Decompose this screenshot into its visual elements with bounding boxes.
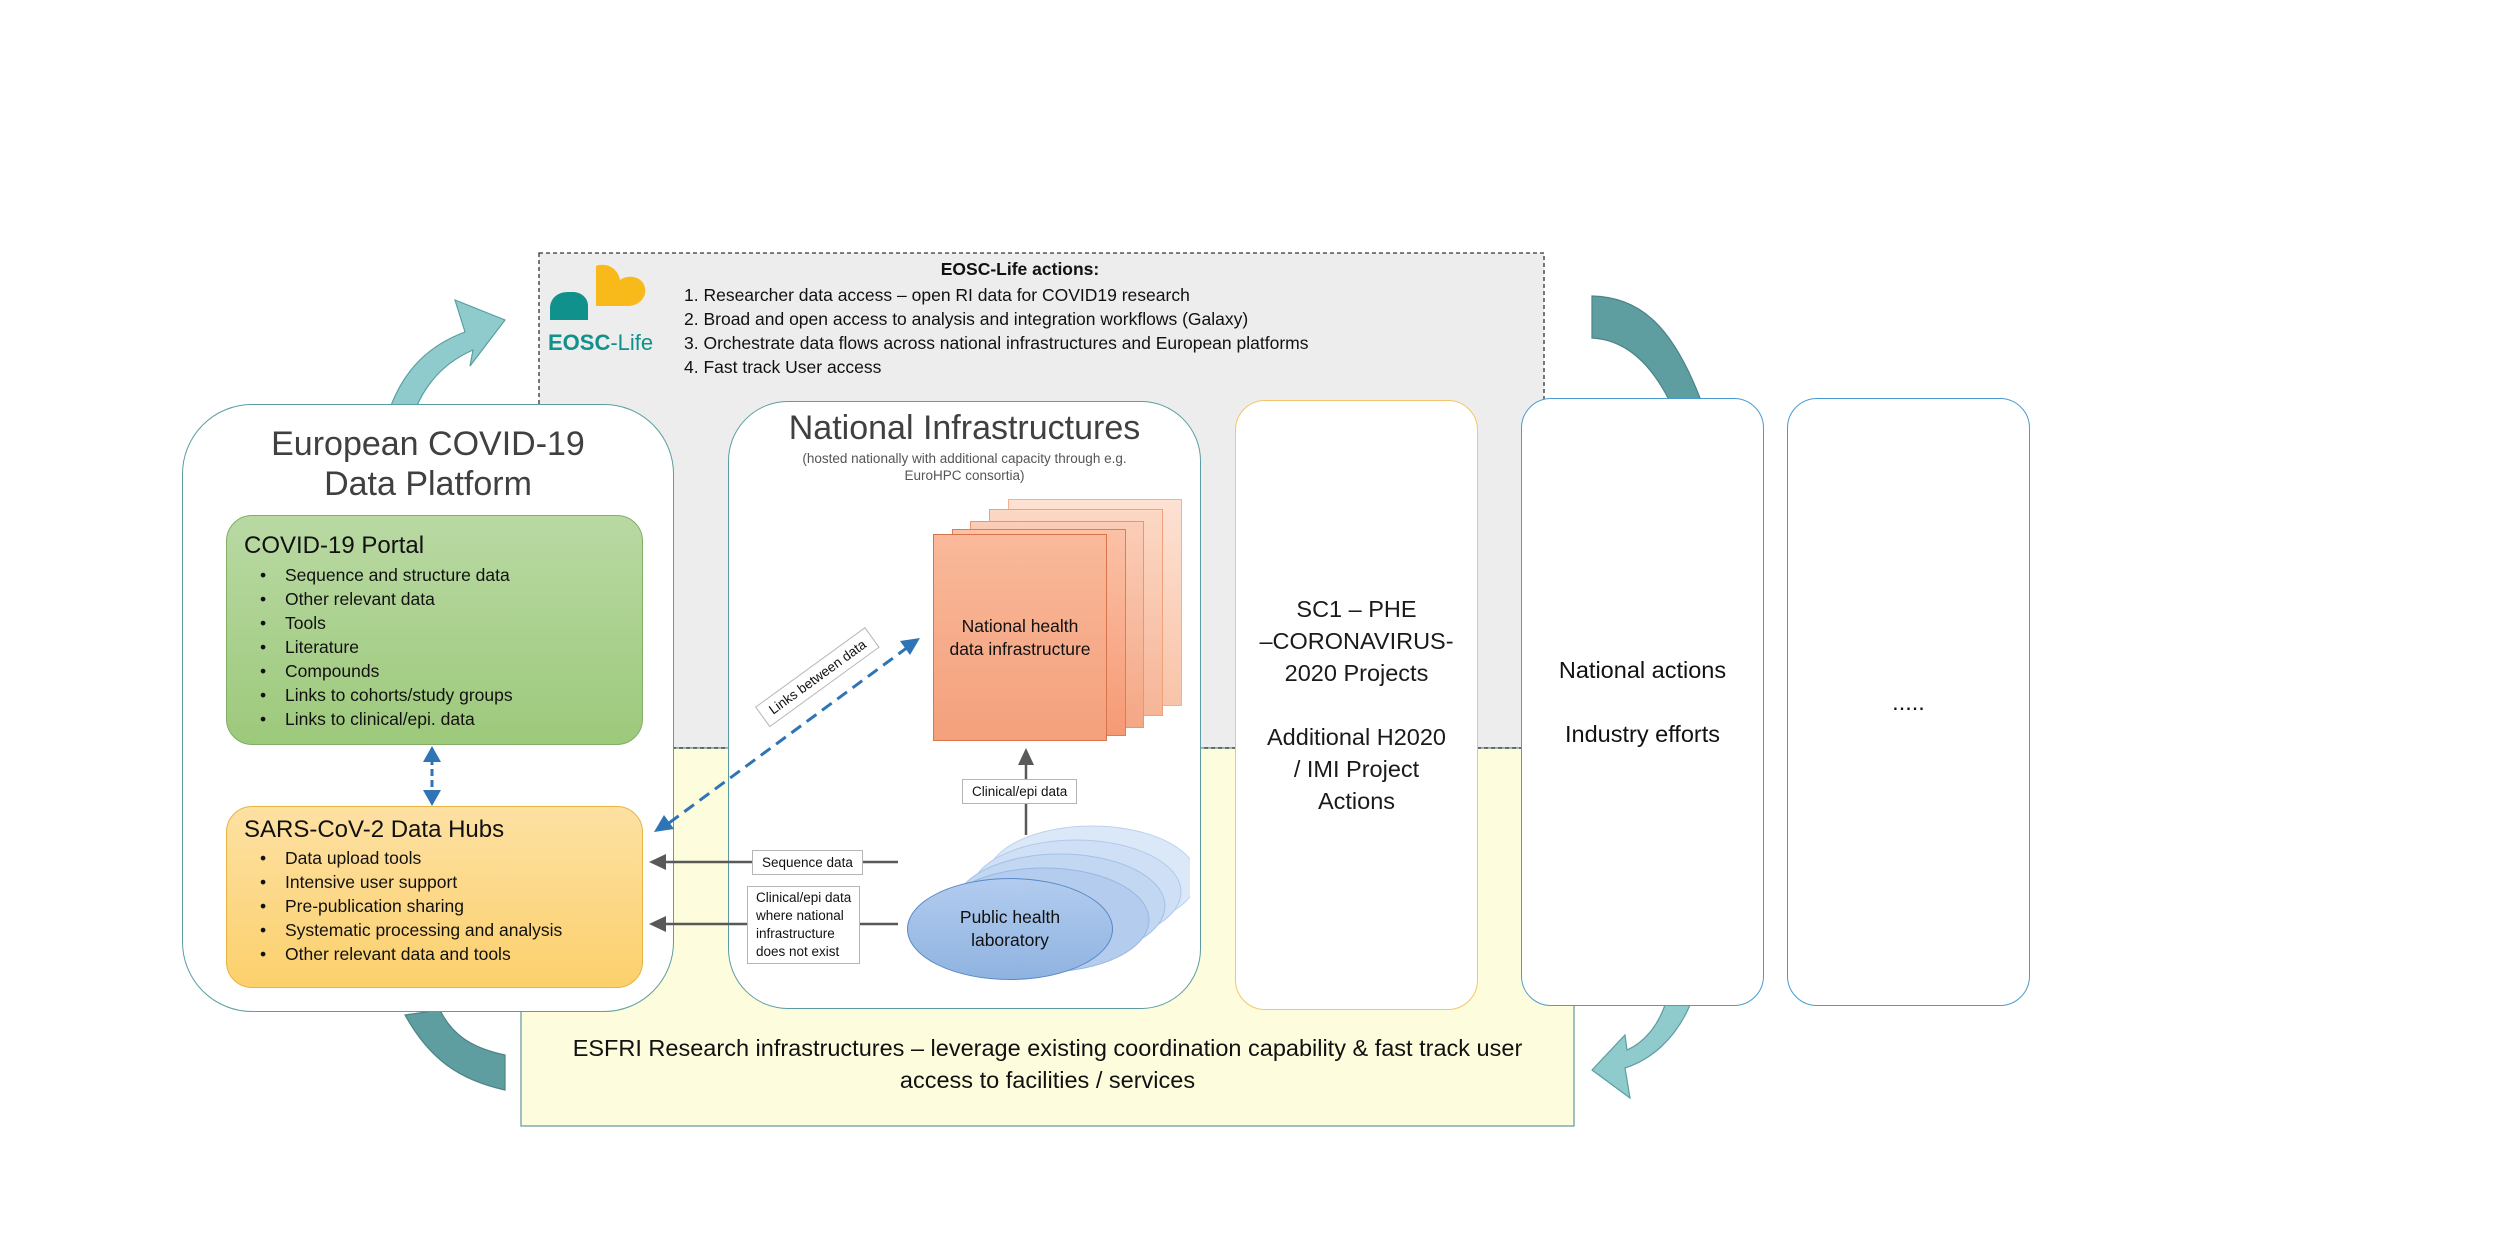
lab-line2: laboratory: [971, 930, 1049, 950]
more-actions-box: .....: [1787, 398, 2030, 1006]
clinical-note-line: Clinical/epi data: [756, 890, 852, 905]
national-actions-line2: Industry efforts: [1565, 721, 1720, 747]
links-arrowhead-start: [654, 815, 674, 832]
logo-text-eosc: EOSC: [548, 330, 611, 355]
eosc-action-item: 3. Orchestrate data flows across nationa…: [684, 333, 1309, 353]
national-title: National Infrastructures: [788, 409, 1141, 447]
national-subtitle: (hosted nationally with additional capac…: [728, 450, 1201, 484]
platform-title-line2: Data Platform: [324, 465, 532, 503]
clinical-note-line: where national: [756, 908, 844, 923]
platform-title-line1: European COVID-19: [271, 425, 585, 463]
national-subtitle-line2: EuroHPC consortia): [904, 468, 1025, 483]
lab-to-infra-arrowhead: [1018, 748, 1034, 765]
hubs-item: Data upload tools: [260, 846, 642, 870]
logo-heart-teal: [550, 292, 588, 320]
eosc-actions-title: EOSC-Life actions:: [940, 259, 1100, 279]
clinical-epi-note-label: Clinical/epi data where national infrast…: [747, 886, 861, 964]
clinical-data-arrowhead: [649, 916, 666, 932]
hubs-title: SARS-CoV-2 Data Hubs: [244, 816, 505, 843]
cycle-arrow-bottom-left: [404, 1009, 506, 1091]
cycle-arrow-top-left: [389, 298, 506, 411]
covid19-portal-box: COVID-19 Portal Sequence and structure d…: [226, 515, 643, 745]
sc1-projects-box: SC1 – PHE –CORONAVIRUS- 2020 Projects Ad…: [1235, 400, 1478, 1010]
national-actions-line1: National actions: [1558, 657, 1727, 683]
portal-item: Literature: [260, 635, 642, 659]
eosc-action-item: 1. Researcher data access – open RI data…: [684, 285, 1190, 305]
cycle-arrow-bottom-right: [1591, 1004, 1691, 1100]
national-health-data-infrastructure: National health data infrastructure: [933, 534, 1107, 741]
hubs-item: Intensive user support: [260, 870, 642, 894]
hubs-list: Data upload tools Intensive user support…: [244, 846, 642, 966]
more-ellipsis: .....: [1892, 688, 1925, 715]
eosc-life-logo: [550, 264, 646, 320]
national-subtitle-line1: (hosted nationally with additional capac…: [802, 451, 1127, 466]
sars-cov2-data-hubs-box: SARS-CoV-2 Data Hubs Data upload tools I…: [226, 806, 643, 988]
logo-text-life: -Life: [610, 330, 654, 355]
clinical-note-line: does not exist: [756, 944, 840, 959]
health-infra-line2: data infrastructure: [949, 638, 1091, 659]
eosc-actions-list: 1. Researcher data access – open RI data…: [684, 283, 1308, 379]
portal-item: Sequence and structure data: [260, 563, 642, 587]
clinical-note-line: infrastructure: [756, 926, 835, 941]
portal-item: Compounds: [260, 659, 642, 683]
sc1-line: SC1 – PHE: [1296, 596, 1417, 622]
sequence-data-label: Sequence data: [752, 850, 863, 875]
national-actions-box: National actions Industry efforts: [1521, 398, 1764, 1006]
sc1-line: Additional H2020: [1267, 724, 1446, 750]
portal-title: COVID-19 Portal: [244, 532, 425, 559]
eosc-action-item: 4. Fast track User access: [684, 357, 882, 377]
portal-item: Links to clinical/epi. data: [260, 707, 642, 731]
portal-item: Other relevant data: [260, 587, 642, 611]
clinical-epi-data-label: Clinical/epi data: [962, 779, 1078, 804]
links-between-data-arrow: [668, 645, 909, 825]
sc1-line: –CORONAVIRUS-: [1259, 628, 1454, 654]
esfri-text: ESFRI Research infrastructures – leverag…: [521, 1032, 1574, 1096]
portal-list: Sequence and structure data Other releva…: [244, 563, 642, 731]
portal-item: Tools: [260, 611, 642, 635]
lab-line1: Public health: [959, 907, 1061, 927]
esfri-line1: ESFRI Research infrastructures – leverag…: [572, 1035, 1523, 1061]
sc1-line: 2020 Projects: [1284, 660, 1429, 686]
esfri-line2: access to facilities / services: [899, 1067, 1196, 1093]
portal-item: Links to cohorts/study groups: [260, 683, 642, 707]
eosc-action-item: 2. Broad and open access to analysis and…: [684, 309, 1249, 329]
portal-hubs-arrowhead-down: [423, 790, 441, 806]
hubs-item: Pre-publication sharing: [260, 894, 642, 918]
portal-hubs-arrowhead-up: [423, 746, 441, 762]
public-health-laboratory: Public health laboratory: [907, 878, 1113, 980]
sequence-data-arrowhead: [649, 854, 666, 870]
hubs-item: Other relevant data and tools: [260, 942, 642, 966]
eosc-life-logo-text: EOSC-Life: [548, 330, 653, 356]
sc1-line: / IMI Project: [1293, 756, 1420, 782]
health-infra-line1: National health: [961, 615, 1079, 636]
logo-heart-orange: [596, 264, 646, 306]
hubs-item: Systematic processing and analysis: [260, 918, 642, 942]
platform-title: European COVID-19 Data Platform: [182, 424, 674, 504]
links-arrowhead-end: [900, 638, 920, 655]
sc1-line: Actions: [1317, 788, 1396, 814]
